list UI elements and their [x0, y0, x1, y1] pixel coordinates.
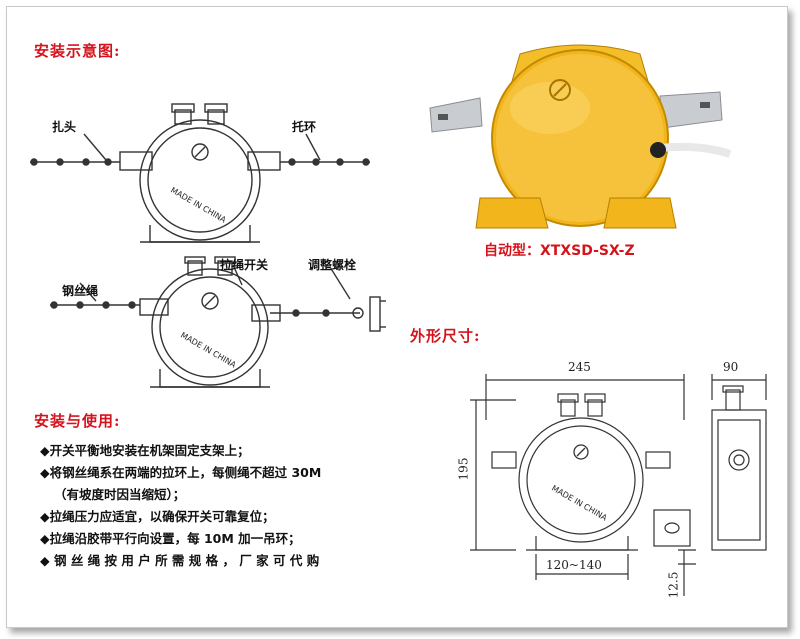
dimension-drawing: MADE IN CHINA	[470, 374, 767, 596]
usage-item: ◆拉绳压力应适宜，以确保开关可靠复位；	[40, 509, 275, 524]
dim-height: 195	[456, 457, 471, 481]
usage-item: ◆ 钢 丝 绳 按 用 户 所 需 规 格 ， 厂 家 可 代 购	[40, 553, 320, 568]
device-marking-bottom: MADE IN CHINA	[179, 331, 238, 370]
dimensions-title: 外形尺寸:	[410, 327, 481, 345]
product-caption: 自动型：XTXSD-SX-Z	[484, 243, 635, 259]
usage-item: （有坡度时因当缩短）；	[54, 487, 186, 502]
callout-tuo-huan: 托环	[292, 120, 317, 134]
device-marking-dimension: MADE IN CHINA	[550, 484, 609, 523]
callout-gang-si-sheng: 钢丝绳	[62, 284, 99, 298]
dim-mount-spacing: 120~140	[546, 558, 602, 572]
usage-list: ◆开关平衡地安装在机架固定支架上； ◆将钢丝绳系在两端的拉环上，每侧绳不超过 3…	[40, 440, 400, 572]
install-schematic-top: MADE IN CHINA	[30, 103, 370, 243]
install-schematic-bottom: MADE IN CHINA	[50, 256, 386, 388]
product-photo	[429, 44, 732, 229]
device-marking-top: MADE IN CHINA	[169, 186, 228, 225]
dim-base-height: 12.5	[666, 571, 681, 599]
callout-zha-tou: 扎头	[52, 120, 77, 134]
usage-item: ◆将钢丝绳系在两端的拉环上，每侧绳不超过 30M	[40, 465, 322, 480]
callout-tiao-zheng-luo-shuan: 调整螺栓	[308, 258, 357, 272]
dim-depth: 90	[723, 360, 739, 374]
usage-title: 安装与使用:	[34, 412, 121, 430]
usage-item: ◆拉绳沿胶带平行向设置，每 10M 加一吊环；	[40, 531, 301, 546]
dim-width-total: 245	[568, 360, 591, 374]
usage-item: ◆开关平衡地安装在机架固定支架上；	[40, 443, 250, 458]
install-diagram-title: 安装示意图:	[34, 42, 121, 60]
callout-la-sheng-kai-guan: 拉绳开关	[220, 258, 269, 272]
